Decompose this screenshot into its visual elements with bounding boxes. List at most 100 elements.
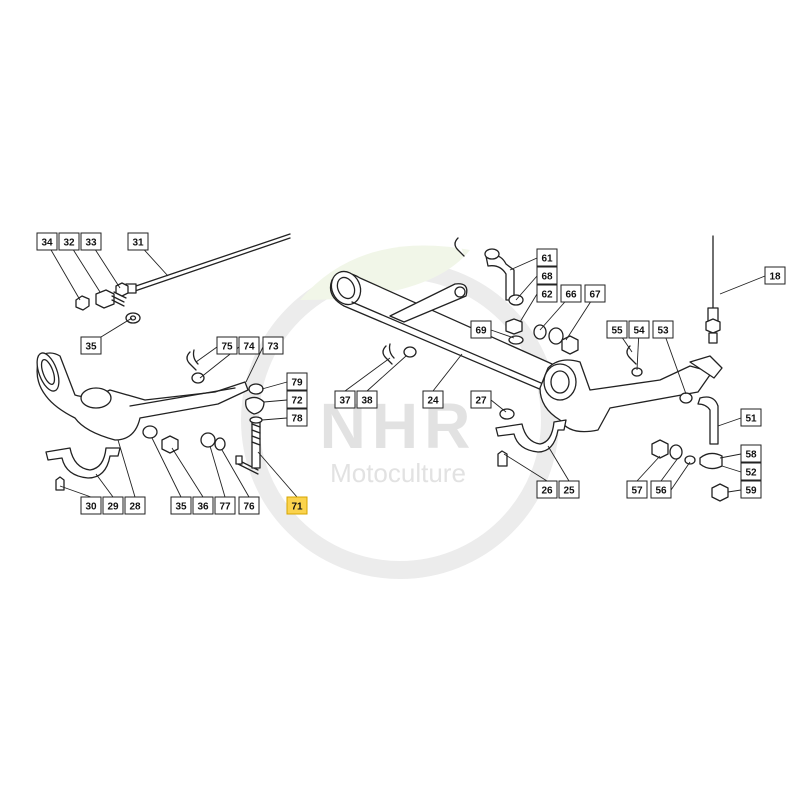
callout-79: 79 [286, 372, 308, 391]
callout-54: 54 [628, 320, 650, 339]
callout-number: 69 [475, 326, 487, 337]
callout-35: 35 [80, 336, 102, 355]
callout-box [214, 496, 236, 515]
cotter-pin-center [382, 343, 417, 365]
callout-box [334, 390, 356, 409]
callout-number: 57 [631, 486, 643, 497]
callout-69: 69 [470, 320, 492, 339]
callout-75: 75 [216, 336, 238, 355]
callout-26: 26 [536, 480, 558, 499]
callout-24: 24 [422, 390, 444, 409]
callout-number: 72 [291, 396, 303, 407]
center-fasteners [454, 237, 579, 355]
callout-68: 68 [536, 266, 558, 285]
callout-box [470, 320, 492, 339]
callout-29: 29 [102, 496, 124, 515]
callout-number: 18 [769, 272, 781, 283]
callout-box [536, 248, 558, 267]
callout-number: 56 [655, 486, 667, 497]
callout-73: 73 [262, 336, 284, 355]
callout-box [80, 496, 102, 515]
callout-32: 32 [58, 232, 80, 251]
left-clamp-bracket [45, 447, 121, 491]
callout-box [740, 462, 762, 481]
callout-box [740, 408, 762, 427]
callout-box [170, 496, 192, 515]
callout-number: 29 [107, 502, 119, 513]
callout-number: 38 [361, 396, 373, 407]
callout-31: 31 [127, 232, 149, 251]
callout-box [740, 444, 762, 463]
callout-number: 27 [475, 396, 487, 407]
right-spindle-lever [539, 355, 723, 433]
callout-number: 26 [541, 486, 553, 497]
callout-62: 62 [536, 284, 558, 303]
callout-27: 27 [470, 390, 492, 409]
cable-end [705, 235, 721, 344]
callout-number: 34 [41, 238, 53, 249]
main-axle-beam [329, 270, 571, 397]
callout-number: 31 [132, 238, 144, 249]
callout-number: 78 [291, 414, 303, 425]
callout-72: 72 [286, 390, 308, 409]
callout-74: 74 [238, 336, 260, 355]
callout-box [286, 372, 308, 391]
callout-number: 54 [633, 326, 645, 337]
callout-number: 55 [611, 326, 623, 337]
watermark-tagline: Motoculture [330, 458, 466, 488]
callout-number: 51 [745, 414, 757, 425]
callout-25: 25 [558, 480, 580, 499]
callout-number: 68 [541, 272, 553, 283]
callout-box [558, 480, 580, 499]
callout-38: 38 [356, 390, 378, 409]
callout-number: 25 [563, 486, 575, 497]
callout-number: 32 [63, 238, 75, 249]
callout-box [740, 480, 762, 499]
callout-number: 33 [85, 238, 97, 249]
callout-51: 51 [740, 408, 762, 427]
cotter-pin-right [626, 345, 693, 404]
callout-box [58, 232, 80, 251]
callout-box [356, 390, 378, 409]
callout-number: 59 [745, 486, 757, 497]
callout-number: 53 [657, 326, 669, 337]
callout-28: 28 [124, 496, 146, 515]
callout-box [536, 284, 558, 303]
callout-box [102, 496, 124, 515]
callout-53: 53 [652, 320, 674, 339]
callout-box [652, 320, 674, 339]
callout-number: 35 [175, 502, 187, 513]
callout-number: 61 [541, 254, 553, 265]
callout-box [80, 336, 102, 355]
axle-steering-arm [389, 283, 468, 323]
callout-number: 35 [85, 342, 97, 353]
callout-57: 57 [626, 480, 648, 499]
callout-33: 33 [80, 232, 102, 251]
callout-number: 28 [129, 502, 141, 513]
callout-box [606, 320, 628, 339]
callout-number: 24 [427, 396, 439, 407]
callout-71: 71 [286, 496, 308, 515]
callout-box [36, 232, 58, 251]
callout-61: 61 [536, 248, 558, 267]
callout-box [286, 496, 308, 515]
callout-55: 55 [606, 320, 628, 339]
callout-box [470, 390, 492, 409]
callout-number: 77 [219, 502, 231, 513]
long-rod [125, 233, 291, 294]
callout-number: 36 [197, 502, 209, 513]
callout-box [124, 496, 146, 515]
callout-34: 34 [36, 232, 58, 251]
callout-box [584, 284, 606, 303]
mid-left-fasteners [161, 432, 259, 475]
callout-box [422, 390, 444, 409]
callout-36: 36 [192, 496, 214, 515]
callout-box [536, 480, 558, 499]
callout-35: 35 [170, 496, 192, 515]
callout-box [192, 496, 214, 515]
callout-number: 71 [291, 502, 303, 513]
callout-number: 58 [745, 450, 757, 461]
callout-box [286, 408, 308, 427]
